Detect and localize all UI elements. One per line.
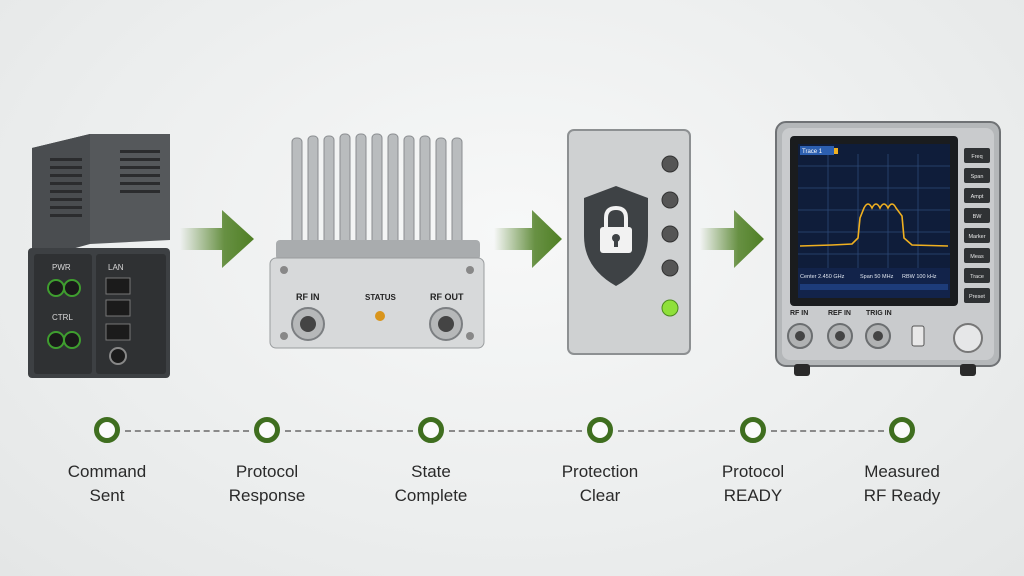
spectrum-trace <box>799 203 949 247</box>
timeline-connector-2 <box>285 430 413 432</box>
timeline-connector-3 <box>449 430 582 432</box>
usb-port <box>911 325 925 347</box>
softkey-label-1: Span <box>971 174 984 180</box>
rbw-readout: RBW 100 kHz <box>902 274 937 280</box>
timeline-connector-4 <box>618 430 735 432</box>
center-readout: Center 2.450 GHz <box>800 274 845 280</box>
softkey-label-4: Marker <box>968 234 985 240</box>
softkey-1[interactable] <box>964 168 990 183</box>
controller-device: PWR CTRL LAN <box>28 134 170 378</box>
softkey-4[interactable] <box>964 228 990 243</box>
rf-in-label: RF IN <box>296 292 320 302</box>
lan-label: LAN <box>108 263 124 272</box>
port-label-trig-in: TRIG IN <box>866 310 892 317</box>
softkey-3[interactable] <box>964 208 990 223</box>
control-knob <box>953 323 983 353</box>
step-node-6 <box>889 417 915 443</box>
softkey-label-7: Preset <box>969 294 985 300</box>
softkey-0[interactable] <box>964 148 990 163</box>
step-node-3 <box>418 417 444 443</box>
analyzer-device: Trace 1 Center 2.450 GHz Span 50 MHz RBW… <box>775 121 1001 376</box>
step-node-2 <box>254 417 280 443</box>
softkey-7[interactable] <box>964 288 990 303</box>
status-label: STATUS <box>365 293 396 302</box>
softkey-label-6: Trace <box>970 274 984 280</box>
softkey-label-0: Freq <box>971 154 982 160</box>
rf-out-label: RF OUT <box>430 292 464 302</box>
softkey-label-2: Ampt <box>971 194 984 200</box>
status-led <box>375 311 385 321</box>
ctrl-label: CTRL <box>52 313 73 322</box>
ready-led <box>661 299 679 317</box>
port-label-rf-in: RF IN <box>790 310 808 317</box>
lock-icon <box>600 205 632 253</box>
flow-arrow-1 <box>180 210 254 268</box>
step-node-5 <box>740 417 766 443</box>
amplifier-device: RF IN STATUS RF OUT <box>269 133 485 349</box>
softkey-5[interactable] <box>964 248 990 263</box>
trace-tab: Trace 1 <box>802 149 823 155</box>
protection-device <box>567 129 691 355</box>
timeline-connector-5 <box>771 430 884 432</box>
timeline-connector-1 <box>125 430 249 432</box>
softkey-6[interactable] <box>964 268 990 283</box>
span-readout: Span 50 MHz <box>860 274 894 280</box>
port-label-ref-in: REF IN <box>828 310 851 317</box>
softkey-label-3: BW <box>973 214 983 220</box>
softkey-2[interactable] <box>964 188 990 203</box>
step-node-1 <box>94 417 120 443</box>
softkey-label-5: Meas <box>970 254 984 260</box>
pwr-label: PWR <box>52 263 71 272</box>
step-node-4 <box>587 417 613 443</box>
flow-arrow-3 <box>700 210 764 268</box>
flow-arrow-2 <box>494 210 562 268</box>
